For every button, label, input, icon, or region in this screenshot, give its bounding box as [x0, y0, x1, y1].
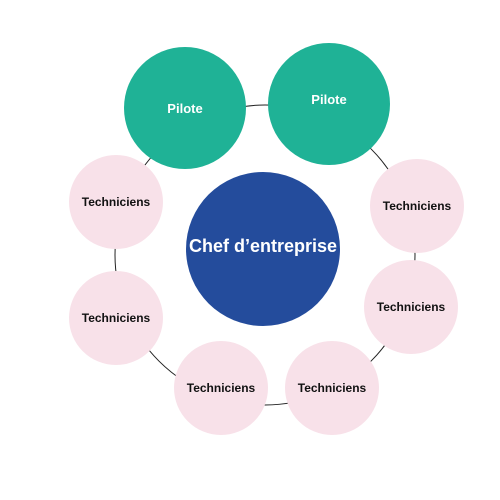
pilot-node-label: Pilote [167, 100, 203, 116]
pilot-node-left: Pilote [124, 47, 246, 169]
technician-node-upper-left: Techniciens [69, 155, 163, 249]
technician-node-label: Techniciens [297, 381, 367, 395]
technician-node-label: Techniciens [81, 311, 151, 325]
technician-node-label: Techniciens [81, 195, 151, 209]
connector-line [114, 104, 416, 406]
technician-node-lower-right: Techniciens [364, 260, 458, 354]
technician-node-label: Techniciens [376, 300, 446, 314]
pilot-node-right: Pilote [268, 43, 390, 165]
technician-node-bottom-right: Techniciens [285, 341, 379, 435]
technician-node-label: Techniciens [382, 199, 452, 213]
center-node-label: Chef d’entreprise [188, 236, 338, 256]
technician-node-label: Techniciens [186, 381, 256, 395]
pilot-node-label: Pilote [311, 91, 347, 107]
technician-node-upper-right: Techniciens [370, 159, 464, 253]
technician-node-lower-left: Techniciens [69, 271, 163, 365]
center-node-company-head: Chef d’entreprise [186, 172, 340, 326]
technician-node-bottom-left: Techniciens [174, 341, 268, 435]
